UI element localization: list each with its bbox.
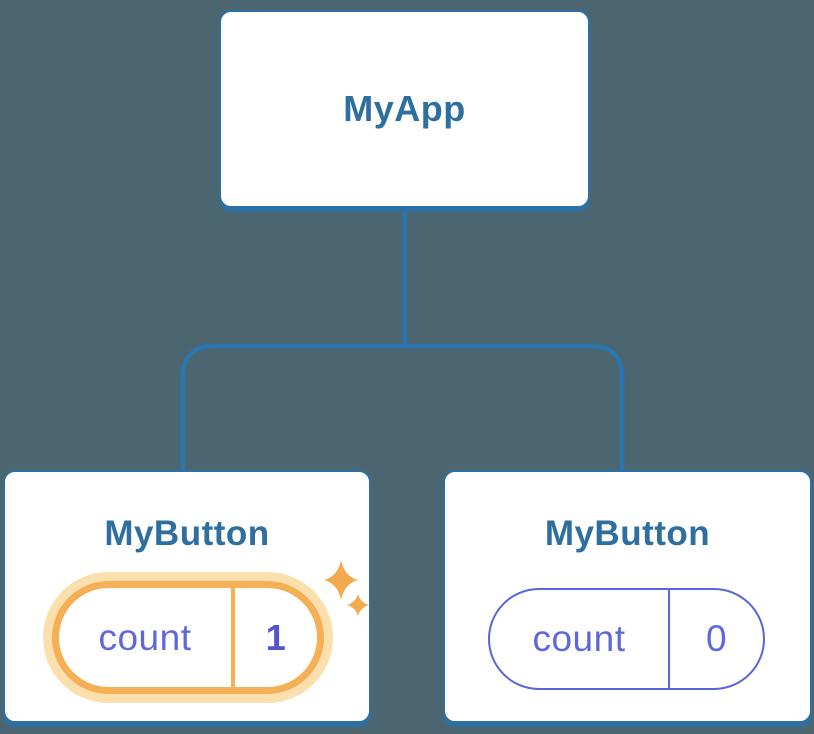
pill-divider [668,590,670,688]
sparkle-icon [324,560,369,616]
state-key: count [532,618,626,659]
state-pill: count 0 [488,588,765,690]
node-myapp-label: MyApp [343,88,466,129]
node-mybutton-plain: MyButton count 0 [443,470,812,723]
state-value: 1 [265,616,287,658]
state-key: count [98,616,192,658]
connector-branch [180,343,625,473]
node-mybutton-updated-label: MyButton [104,514,270,553]
state-value: 0 [705,618,728,659]
pill-divider [231,588,235,687]
node-mybutton-plain-label: MyButton [544,514,711,553]
node-myapp: MyApp [219,10,590,208]
state-pill-highlighted: count 1 [52,581,324,694]
node-mybutton-updated: MyButton count 1 [3,470,371,723]
